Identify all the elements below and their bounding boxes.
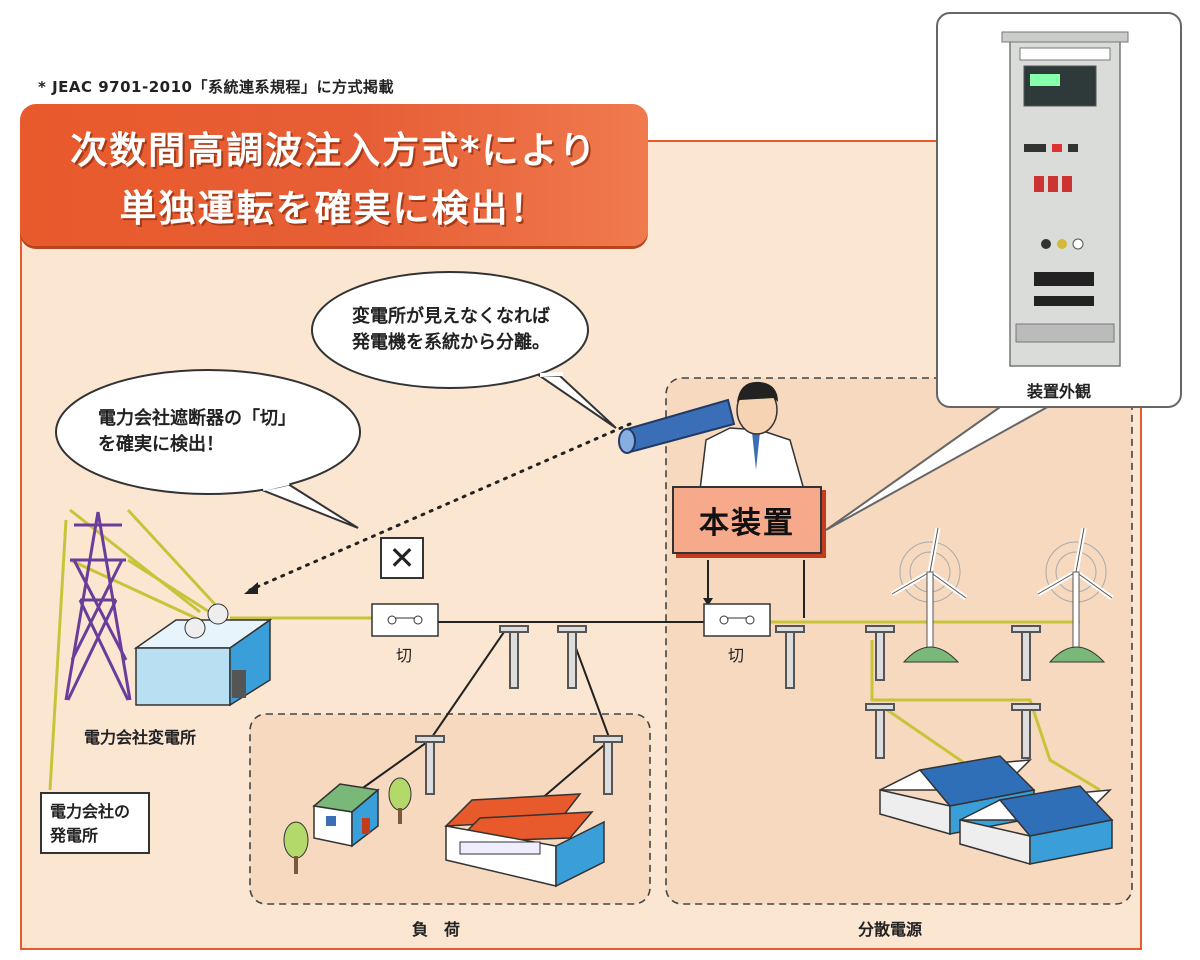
transmission-tower <box>64 511 132 701</box>
device-box: 本装置 <box>672 486 822 554</box>
telescope <box>618 398 736 454</box>
bubble-breaker-line-2: を確実に検出！ <box>98 434 224 455</box>
device-photo-card: 装置外観 <box>936 12 1182 408</box>
substation-label: 電力会社変電所 <box>84 728 197 747</box>
plant-label-line-2: 発電所 <box>50 826 99 845</box>
switch-left-label: 切 <box>396 646 413 665</box>
house <box>312 783 380 848</box>
utility-poles <box>415 625 1041 795</box>
device-cabinet-image <box>1001 31 1129 367</box>
distributed-source-label: 分散電源 <box>858 920 923 939</box>
breaker-open-mark: ✕ <box>380 537 424 579</box>
device-label: 本装置 <box>699 506 795 541</box>
power-lines <box>48 508 1101 792</box>
switch-left <box>371 603 439 637</box>
headline-line-2: 単独運転を確実に検出！ <box>119 187 549 230</box>
load-label: 負 荷 <box>412 920 461 939</box>
device-photo-caption: 装置外観 <box>1026 382 1091 401</box>
factory <box>444 793 605 888</box>
substation-building <box>133 603 273 707</box>
bubble-breaker-line-1: 電力会社遮断器の「切」 <box>98 408 296 429</box>
headline-line-1: 次数間高調波注入方式*により <box>70 129 598 172</box>
power-plant-box: 電力会社の 発電所 <box>40 792 150 854</box>
trees <box>283 777 412 874</box>
switch-right-label: 切 <box>728 646 745 665</box>
bubble-substation-line-1: 変電所が見えなくなれば <box>352 306 550 327</box>
detection-arrow <box>248 422 632 592</box>
speech-bubble-substation <box>311 271 617 429</box>
arrow-down <box>703 598 713 606</box>
wind-turbine-2 <box>1036 527 1114 663</box>
person-figure <box>699 381 805 491</box>
switch-right <box>703 603 771 637</box>
wind-turbine-1 <box>890 527 968 663</box>
solar-building-2 <box>959 785 1114 865</box>
load-zone <box>249 713 651 905</box>
plant-label-line-1: 電力会社の <box>50 802 131 821</box>
headline-banner <box>20 104 648 246</box>
footnote: * JEAC 9701-2010「系統連系規程」に方式掲載 <box>38 78 394 96</box>
speech-bubble-breaker <box>55 369 361 529</box>
bubble-substation-line-2: 発電機を系統から分離。 <box>352 332 550 353</box>
